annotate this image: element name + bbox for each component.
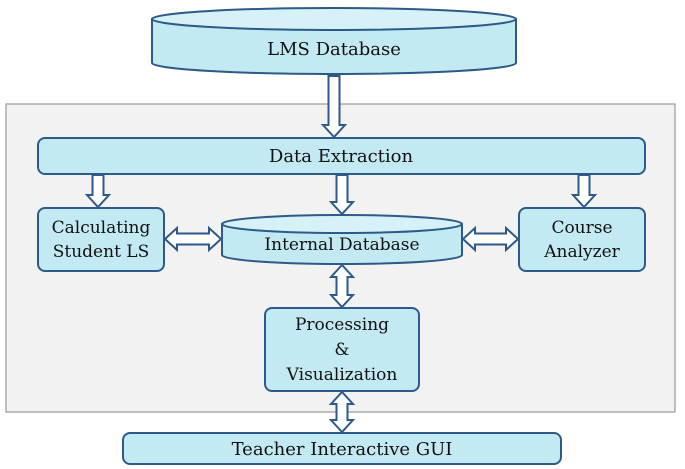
processing-visualization-label-line1: Processing <box>295 315 389 335</box>
arrow-data-extraction-to-internal-database <box>328 174 356 216</box>
teacher-interactive-gui-label: Teacher Interactive GUI <box>232 439 453 460</box>
calculating-student-ls-box <box>37 207 165 272</box>
internal-database-node: Internal Database <box>221 214 463 265</box>
teacher-interactive-gui-box <box>122 432 562 465</box>
course-analyzer-label-line1: Course <box>551 218 612 238</box>
processing-visualization-label-line2: & <box>334 340 349 360</box>
internal-database-label: Internal Database <box>264 235 419 255</box>
internal-database-cylinder-top <box>221 214 463 234</box>
calculating-student-ls-label-line2: Student LS <box>53 242 150 262</box>
processing-visualization-label-line3: Visualization <box>286 365 398 385</box>
course-analyzer-label-line2: Analyzer <box>543 242 620 262</box>
internal-database-cylinder-body <box>221 223 463 265</box>
processing-visualization-box <box>264 307 420 392</box>
arrow-data-extraction-to-course-analyzer <box>570 174 598 209</box>
arrow-layer <box>84 75 598 434</box>
processing-visualization-node: Processing & Visualization <box>264 307 420 392</box>
lms-database-label: LMS Database <box>267 39 401 60</box>
teacher-interactive-gui-node: Teacher Interactive GUI <box>122 432 562 465</box>
course-analyzer-box <box>518 207 646 272</box>
lms-database-node: LMS Database <box>151 7 517 75</box>
arrow-data-extraction-to-calculating-ls <box>84 174 112 209</box>
data-extraction-box <box>37 137 646 175</box>
arrow-lms-database-to-data-extraction <box>320 75 348 139</box>
calculating-student-ls-label-line1: Calculating <box>52 218 151 238</box>
calculating-student-ls-node: Calculating Student LS <box>37 207 165 272</box>
data-extraction-label: Data Extraction <box>269 146 414 167</box>
lms-database-cylinder-body <box>151 18 517 75</box>
lms-database-cylinder-top <box>151 7 517 31</box>
data-extraction-node: Data Extraction <box>37 137 646 175</box>
course-analyzer-node: Course Analyzer <box>518 207 646 272</box>
